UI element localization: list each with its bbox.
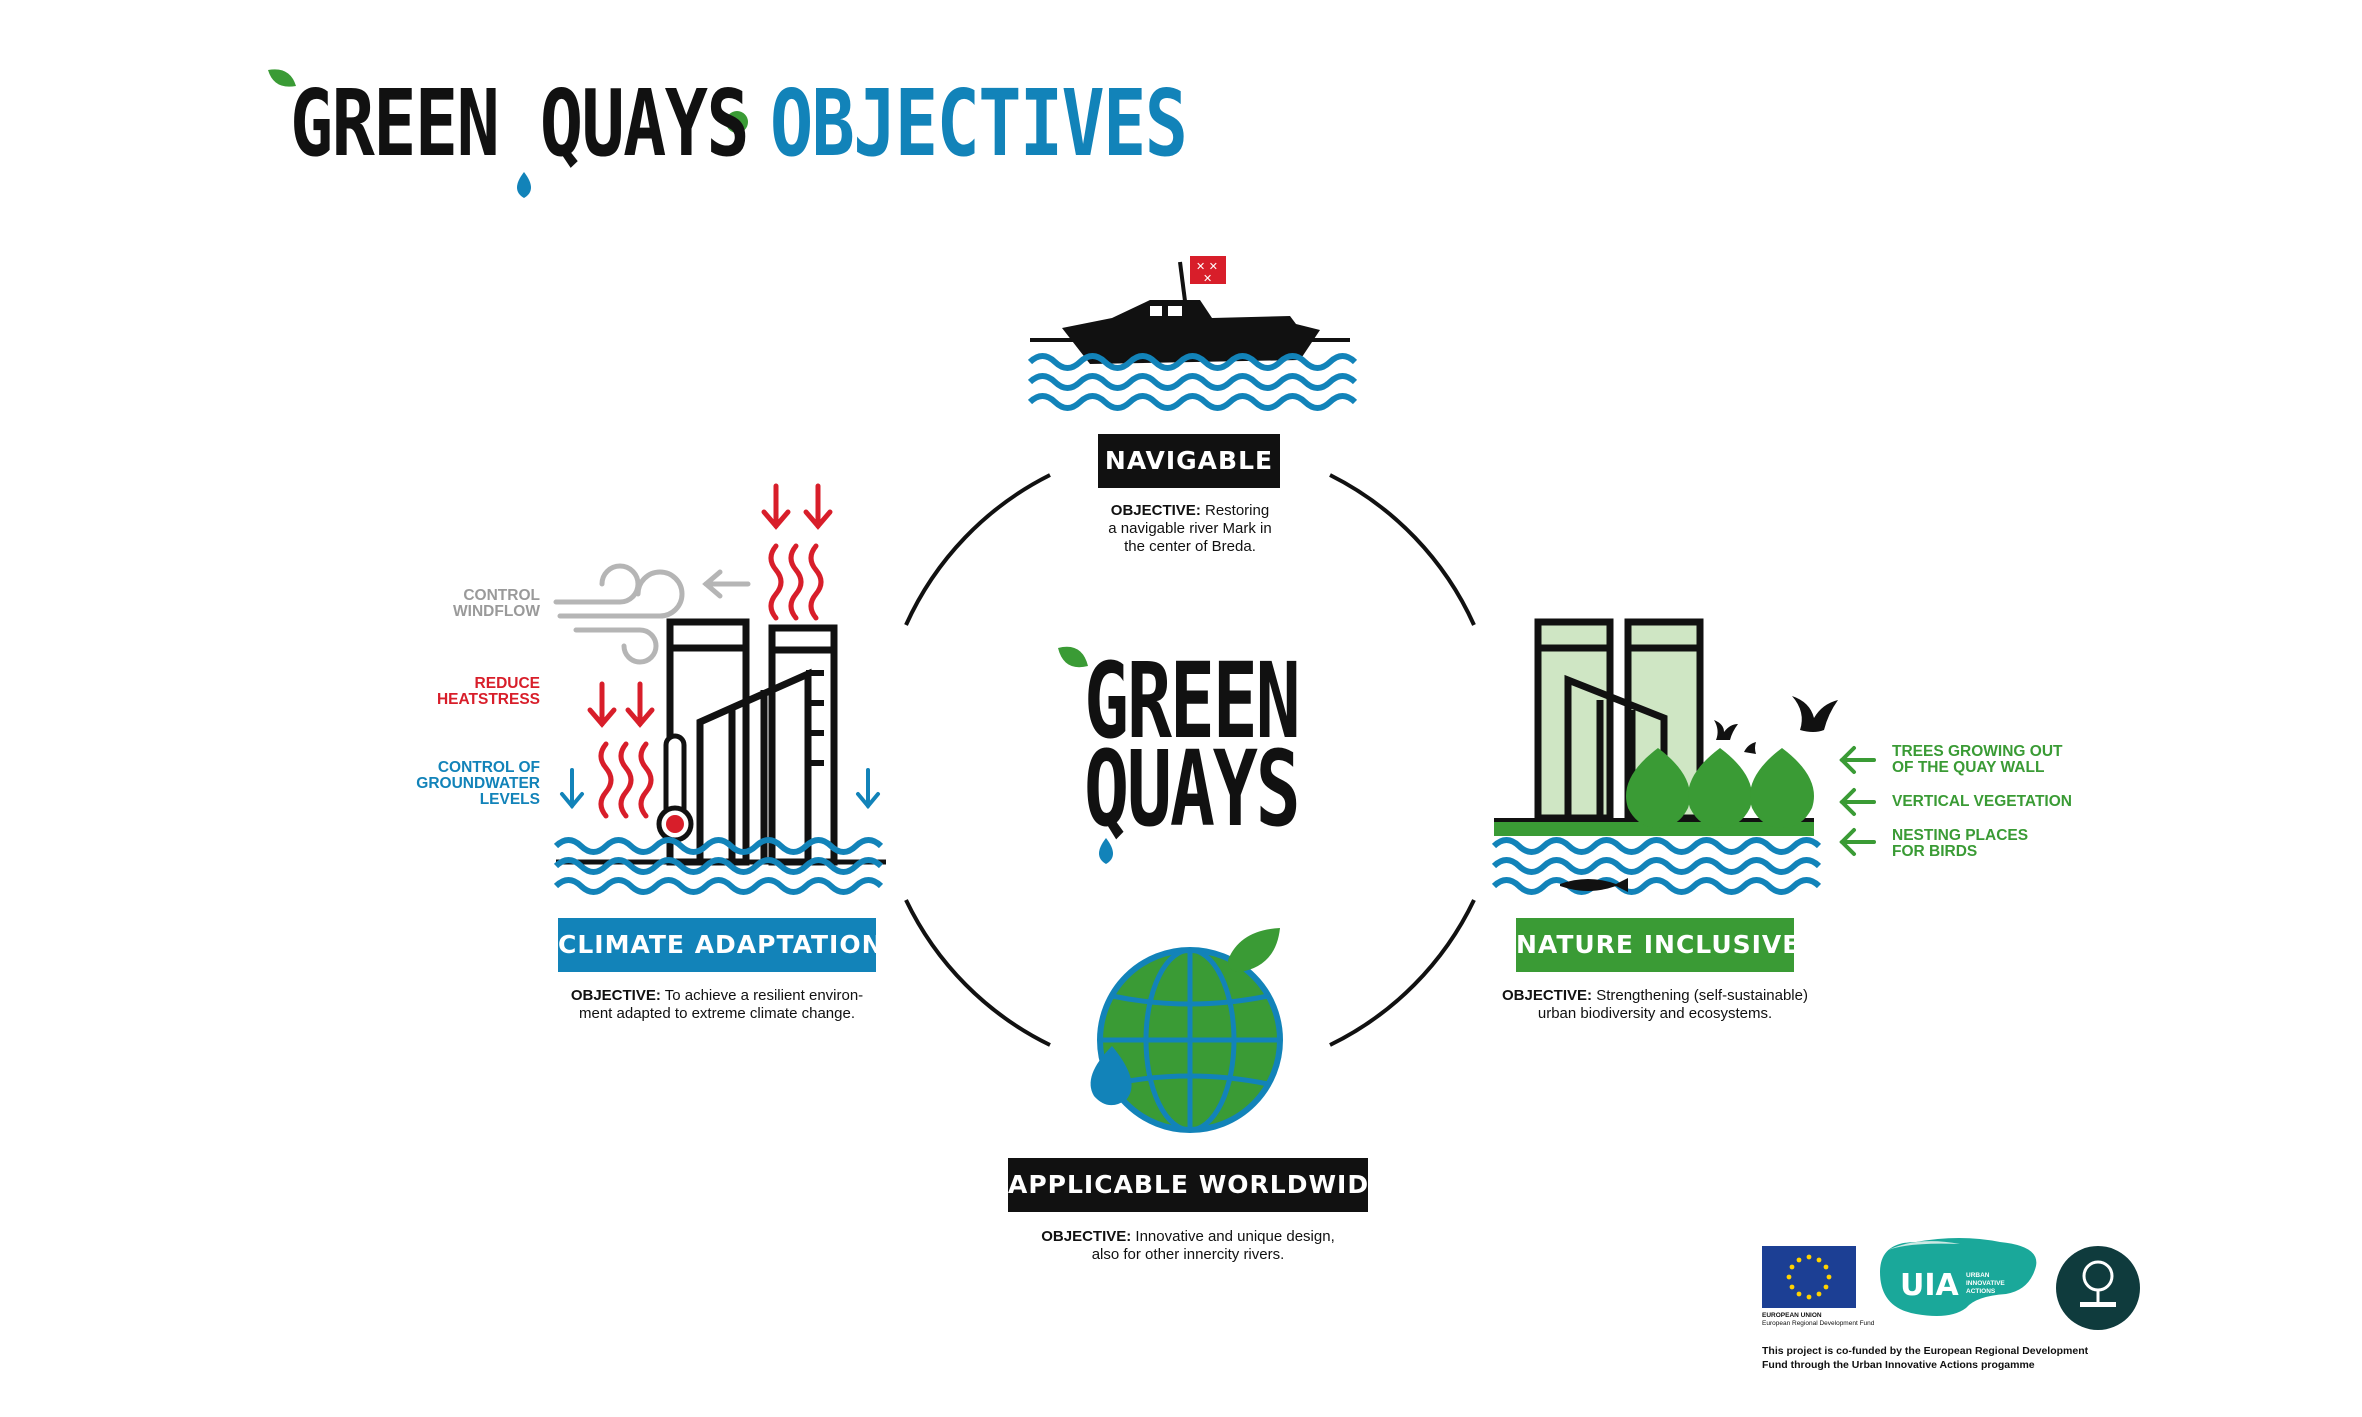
boat-icon: ✕ ✕ ✕ — [1030, 256, 1350, 364]
nature-nesting-note: NESTING PLACES FOR BIRDS — [1892, 828, 2028, 860]
header-title-sub: OBJECTIVES — [770, 70, 1188, 177]
climate-objective-prefix: OBJECTIVE: — [570, 987, 661, 1004]
trees-line1: TREES GROWING OUT — [1892, 743, 2063, 760]
nesting-line1: NESTING PLACES — [1892, 827, 2029, 844]
nature-objective-line1: Strengthening (self-sustainable) — [1596, 987, 1808, 1004]
climate-objective-line2: ment adapted to extreme climate change. — [579, 1005, 855, 1022]
nature-objective-prefix: OBJECTIVE: — [1502, 987, 1593, 1004]
globe-drop-icon — [1090, 1046, 1132, 1106]
funding-line2: Fund through the Urban Innovative Action… — [1762, 1359, 2035, 1371]
climate-label: CLIMATE ADAPTATION — [558, 918, 883, 972]
navigable-waves — [1030, 356, 1355, 408]
worldwide-objective-line2: also for other innercity rivers. — [1091, 1246, 1285, 1263]
uia-small-text: URBAN INNOVATIVE ACTIONS — [1966, 1272, 2005, 1296]
nesting-line2: FOR BIRDS — [1892, 843, 1978, 860]
svg-text:✕: ✕ — [1203, 272, 1212, 285]
climate-objective: OBJECTIVE: To achieve a resilient enviro… — [538, 987, 896, 1023]
nature-objective: OBJECTIVE: Strengthening (self-sustainab… — [1480, 987, 1830, 1023]
eu-stars-icon — [1786, 1254, 1832, 1300]
nature-objective-line2: urban biodiversity and ecosystems. — [1537, 1005, 1773, 1022]
title-dot-icon — [726, 111, 748, 133]
center-logo-line2: QUAYS — [1084, 728, 1301, 850]
trees-line2: OF THE QUAY WALL — [1892, 759, 2045, 776]
nature-label: NATURE INCLUSIVE — [1516, 918, 1799, 972]
ground-line2: GROUNDWATER — [416, 775, 540, 792]
navigable-objective-line1: Restoring — [1204, 502, 1270, 519]
worldwide-label: APPLICABLE WORLDWIDE — [1008, 1158, 1386, 1212]
uia-small-line1: URBAN — [1966, 1272, 1990, 1279]
eu-caption-line1: EUROPEAN UNION — [1762, 1312, 1822, 1319]
nature-arrows — [1839, 746, 1876, 856]
uia-small-line3: ACTIONS — [1966, 1288, 1996, 1295]
windflow-line2: WINDFLOW — [453, 603, 540, 620]
climate-groundwater-note: CONTROL OF GROUNDWATER LEVELS — [380, 760, 540, 808]
center-logo-line1: GREEN — [1084, 640, 1301, 762]
climate-windows — [806, 670, 824, 766]
center-drop-icon — [1099, 838, 1113, 864]
uia-logo-text: UIA — [1900, 1268, 1959, 1303]
funding-note: This project is co-funded by the Europea… — [1762, 1344, 2182, 1372]
ring-arcs — [904, 473, 1476, 1047]
navigable-label: NAVIGABLE — [1098, 434, 1280, 488]
tree-seal-icon — [2056, 1246, 2140, 1330]
uia-logo-shape — [1880, 1238, 2037, 1316]
tree-icons — [1626, 748, 1814, 828]
eu-caption-line2: European Regional Development Fund — [1762, 1320, 1875, 1327]
eu-caption: EUROPEAN UNION European Regional Develop… — [1762, 1312, 1882, 1328]
worldwide-objective-line1: Innovative and unique design, — [1135, 1228, 1335, 1245]
fish-icon — [1560, 878, 1628, 892]
nature-trees-note: TREES GROWING OUT OF THE QUAY WALL — [1892, 744, 2063, 776]
water-drop-icon — [517, 172, 531, 198]
svg-text:✕ ✕: ✕ ✕ — [1196, 260, 1218, 273]
navigable-objective: OBJECTIVE: Restoring a navigable river M… — [1060, 502, 1320, 556]
heat-line2: HEATSTRESS — [436, 691, 540, 708]
wind-icon — [553, 563, 751, 665]
heat-arrows-low — [587, 681, 655, 819]
worldwide-objective-prefix: OBJECTIVE: — [1041, 1228, 1132, 1245]
windflow-line1: CONTROL — [463, 587, 540, 604]
nature-waves — [1494, 840, 1819, 892]
navigable-objective-line2: a navigable river Mark in — [1108, 520, 1272, 537]
climate-waves — [556, 840, 881, 892]
groundwater-arrows — [560, 768, 880, 810]
bird-icons — [1714, 696, 1838, 754]
climate-heat-note: REDUCE HEATSTRESS — [380, 676, 540, 708]
climate-windflow-note: CONTROL WINDFLOW — [380, 588, 540, 620]
climate-buildings — [666, 618, 838, 866]
uia-small-line2: INNOVATIVE — [1966, 1280, 2005, 1287]
ground-line3: LEVELS — [479, 791, 540, 808]
funding-line1: This project is co-funded by the Europea… — [1762, 1345, 2089, 1357]
climate-objective-line1: To achieve a resilient environ- — [664, 987, 864, 1004]
globe-leaf-icon — [1228, 928, 1280, 972]
globe-icon — [1097, 947, 1283, 1133]
ground-line1: CONTROL OF — [437, 759, 540, 776]
nature-vertical-note: VERTICAL VEGETATION — [1892, 793, 2072, 810]
heat-arrows-top — [761, 483, 833, 621]
center-leaf-icon — [1058, 646, 1088, 668]
leaf-icon — [268, 69, 296, 87]
header-title-main: GREEN QUAYS — [290, 70, 750, 177]
worldwide-objective: OBJECTIVE: Innovative and unique design,… — [1008, 1228, 1368, 1264]
heat-line1: REDUCE — [474, 675, 540, 692]
navigable-objective-prefix: OBJECTIVE: — [1110, 502, 1201, 519]
thermometer-icon — [656, 733, 694, 843]
navigable-objective-line3: the center of Breda. — [1124, 538, 1256, 555]
